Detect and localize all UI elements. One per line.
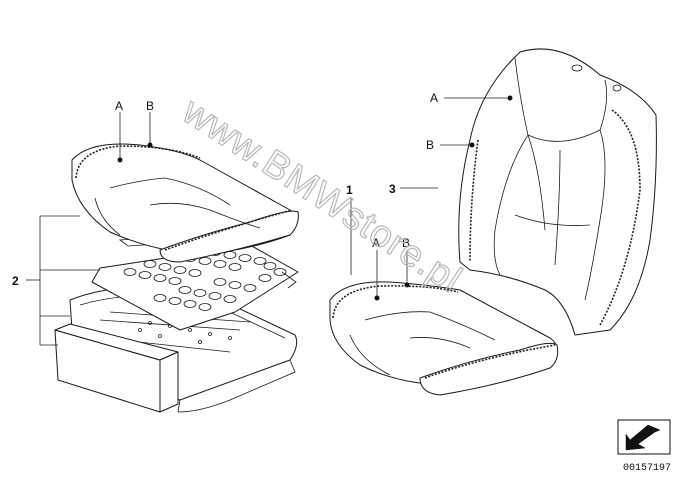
frame-holes (138, 321, 232, 344)
marker-seat-right-b (404, 282, 410, 288)
exploded-seat-assembly (26, 112, 299, 413)
callout-number-1: 1 (346, 183, 353, 197)
reference-number: 00157197 (623, 463, 671, 474)
marker-back-b (469, 142, 475, 148)
callout-seat-right-a: A (372, 236, 380, 250)
seat-cushion-right (329, 281, 559, 396)
callout-seat-left-a: A (115, 99, 123, 113)
marker-back-a (507, 95, 513, 101)
arrow-down-left-icon (625, 424, 661, 451)
marker-seat-right-a (374, 295, 380, 301)
callout-group-2: 2 (12, 274, 19, 288)
callout-seat-left-b: B (146, 99, 154, 113)
group-bracket-2 (26, 215, 100, 346)
callout-back-a: A (430, 91, 438, 105)
catalog-symbol (617, 419, 671, 455)
callout-back-b: B (426, 138, 434, 152)
marker-seat-left-a (117, 157, 123, 163)
backrest-cover (458, 48, 657, 336)
callout-number-3: 3 (389, 182, 396, 196)
assembled-seat (329, 48, 657, 396)
marker-seat-left-b (147, 142, 153, 148)
front-foam-block (54, 323, 179, 413)
callout-seat-right-b: B (402, 236, 410, 250)
